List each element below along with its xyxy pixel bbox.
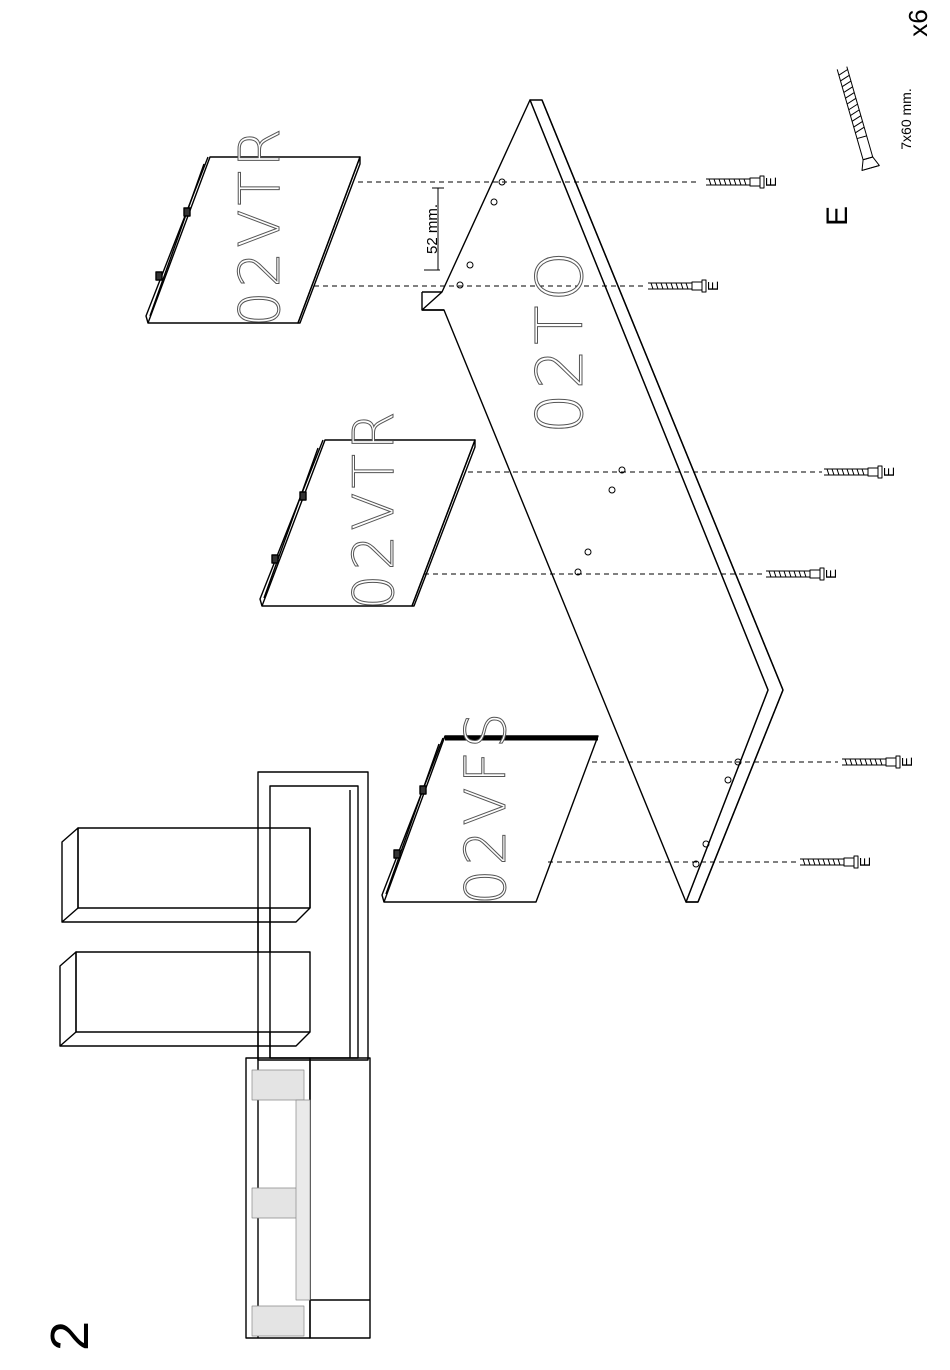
screw-label: E bbox=[824, 566, 840, 582]
screw bbox=[706, 176, 764, 188]
screw-label: E bbox=[858, 854, 874, 870]
screw-label: E bbox=[764, 174, 780, 190]
label-02VTR-upper: 02VTR bbox=[231, 157, 291, 327]
screw bbox=[824, 466, 882, 478]
screw bbox=[648, 280, 706, 292]
hardware-letter: E bbox=[820, 198, 856, 234]
screw bbox=[842, 756, 900, 768]
hardware-screw-illustration bbox=[833, 66, 879, 171]
hardware-size: 7x60 mm. bbox=[897, 79, 915, 159]
screw-label: E bbox=[882, 464, 898, 480]
step-number: 2 bbox=[40, 1316, 100, 1356]
label-02VFS: 02VFS bbox=[457, 735, 517, 905]
screw bbox=[800, 856, 858, 868]
overview-unit-sketch bbox=[60, 772, 370, 1338]
dimension-label: 52 mm. bbox=[424, 184, 442, 274]
screw-label: E bbox=[706, 278, 722, 294]
label-02VTR-middle: 02VTR bbox=[345, 440, 405, 610]
screw-label: E bbox=[900, 754, 916, 770]
label-02TO: 02TO bbox=[526, 264, 596, 434]
hardware-quantity: x6 bbox=[903, 1, 933, 45]
screw bbox=[766, 568, 824, 580]
